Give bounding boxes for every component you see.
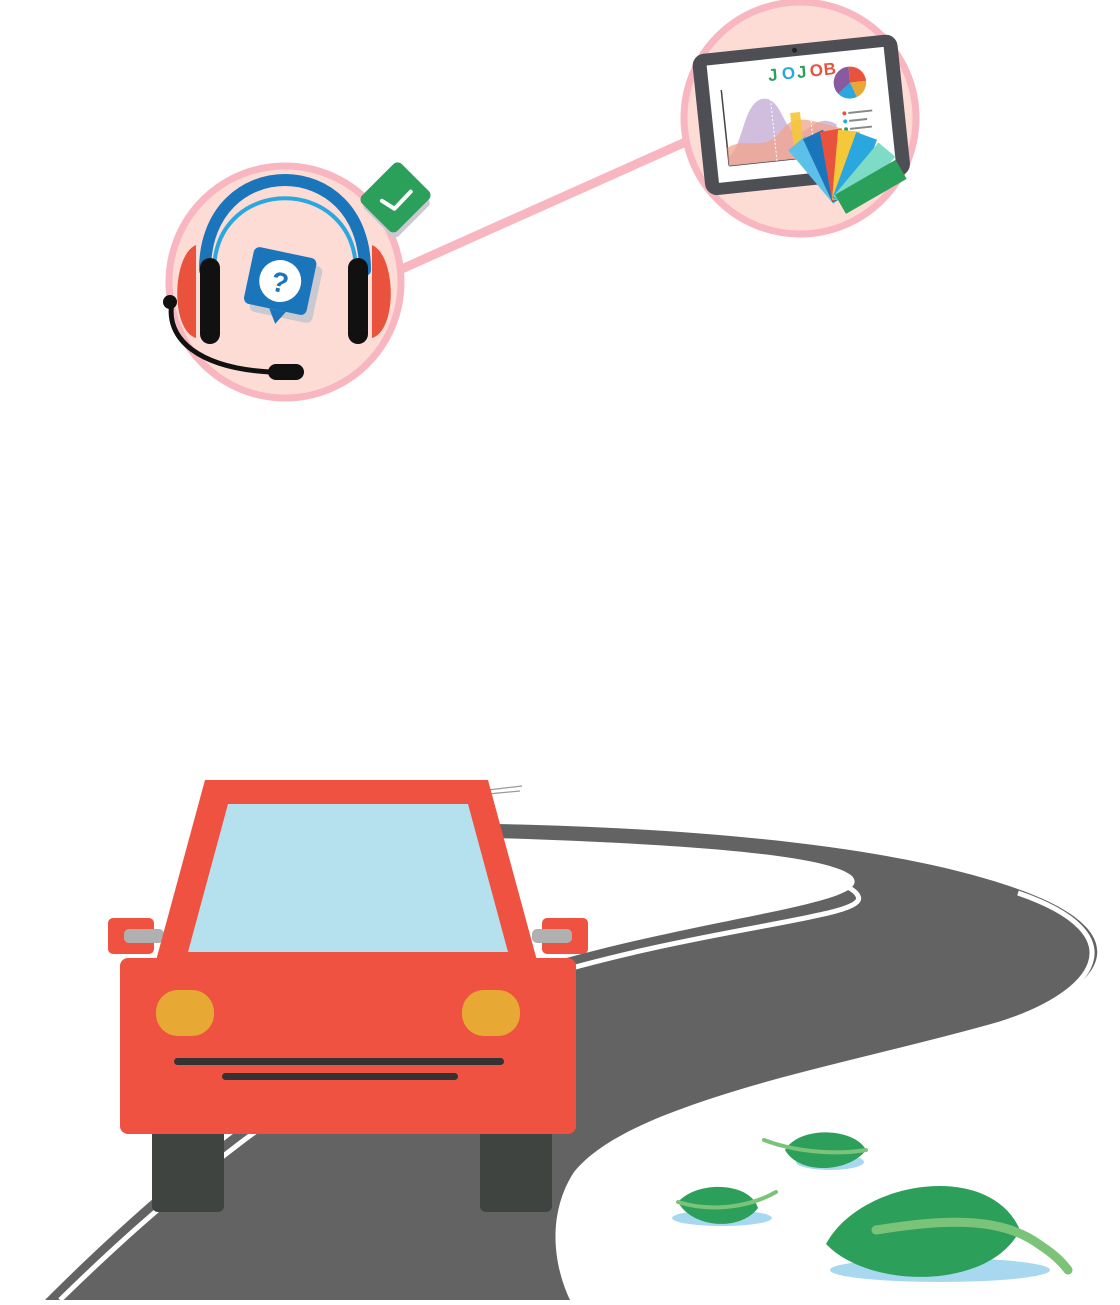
analytics-bubble: J O J O B xyxy=(680,0,920,238)
support-bubble: ? xyxy=(163,162,431,402)
car-headlight-left xyxy=(156,990,214,1036)
question-bubble-icon: ? xyxy=(243,247,323,324)
car-windshield xyxy=(188,804,508,952)
car-icon xyxy=(108,780,588,1212)
logo-letter-2: O xyxy=(781,63,797,83)
leaf-icon-small-left xyxy=(672,1186,778,1226)
leaf-icon-large xyxy=(826,1185,1073,1282)
color-swatch-icon xyxy=(788,128,907,214)
logo-letter-1: J xyxy=(767,65,779,85)
car-tire-left xyxy=(152,1120,224,1212)
car-grille-bottom xyxy=(222,1073,458,1080)
bubble-connector-line xyxy=(393,135,692,277)
check-bubble-icon xyxy=(360,162,431,238)
leaf-icon-small-top xyxy=(762,1132,868,1170)
headset-icon xyxy=(163,174,391,380)
tablet-logo: J O J O B xyxy=(767,59,838,85)
svg-text:?: ? xyxy=(268,266,291,300)
car-body xyxy=(120,958,576,1134)
car-headlight-right xyxy=(462,990,520,1036)
pie-chart-icon xyxy=(833,66,867,99)
chart-legend xyxy=(842,109,873,132)
road-lane-line-right xyxy=(562,890,1095,1302)
logo-letter-5: B xyxy=(823,59,838,79)
logo-letter-3: J xyxy=(796,62,808,82)
car-grille-top xyxy=(174,1058,504,1065)
road-lane-line-outer-right xyxy=(504,817,1111,1302)
car-tire-right xyxy=(480,1120,552,1212)
logo-letter-4: O xyxy=(809,60,825,80)
